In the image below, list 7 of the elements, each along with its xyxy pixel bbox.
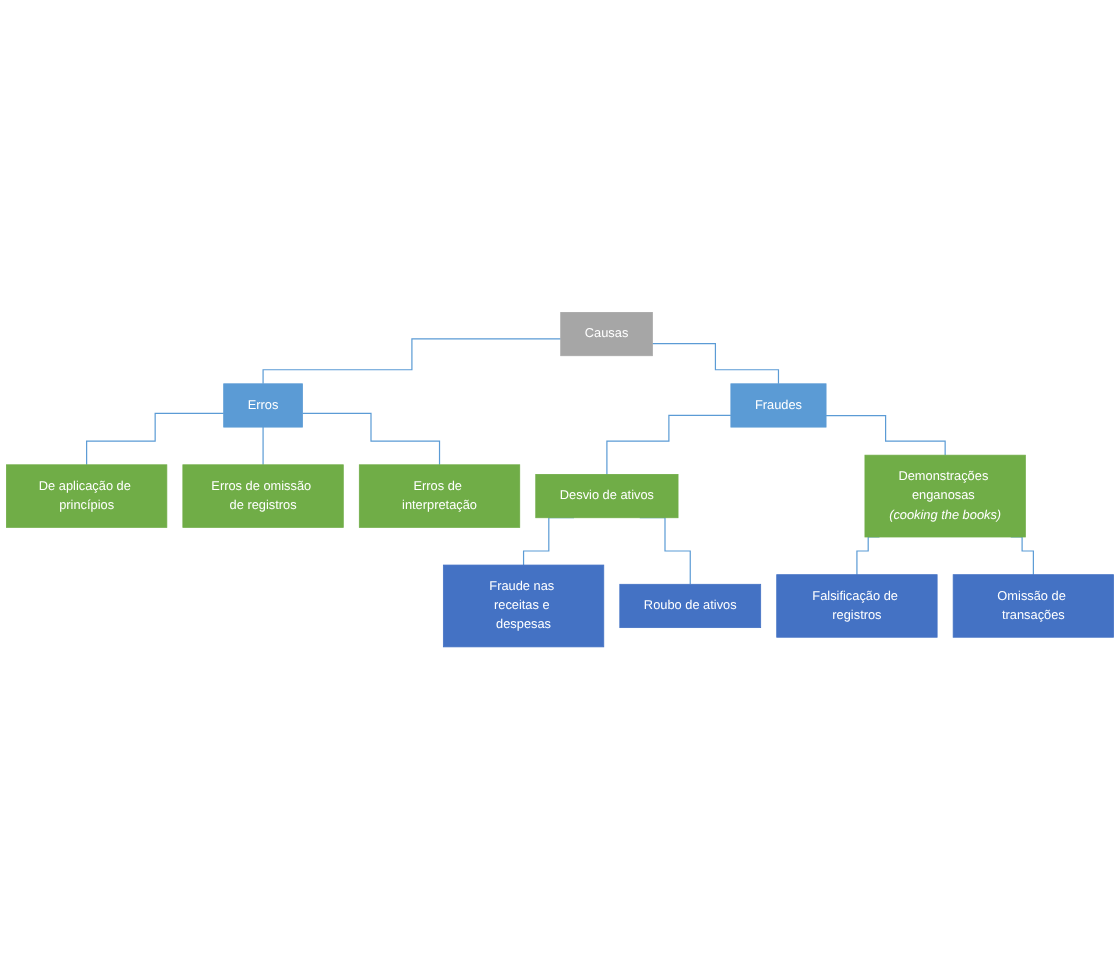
connector	[825, 415, 946, 457]
connector	[262, 338, 562, 385]
connector	[606, 415, 732, 476]
connector	[301, 413, 441, 466]
connector	[651, 343, 780, 385]
connector	[262, 426, 264, 466]
connector	[86, 413, 225, 466]
